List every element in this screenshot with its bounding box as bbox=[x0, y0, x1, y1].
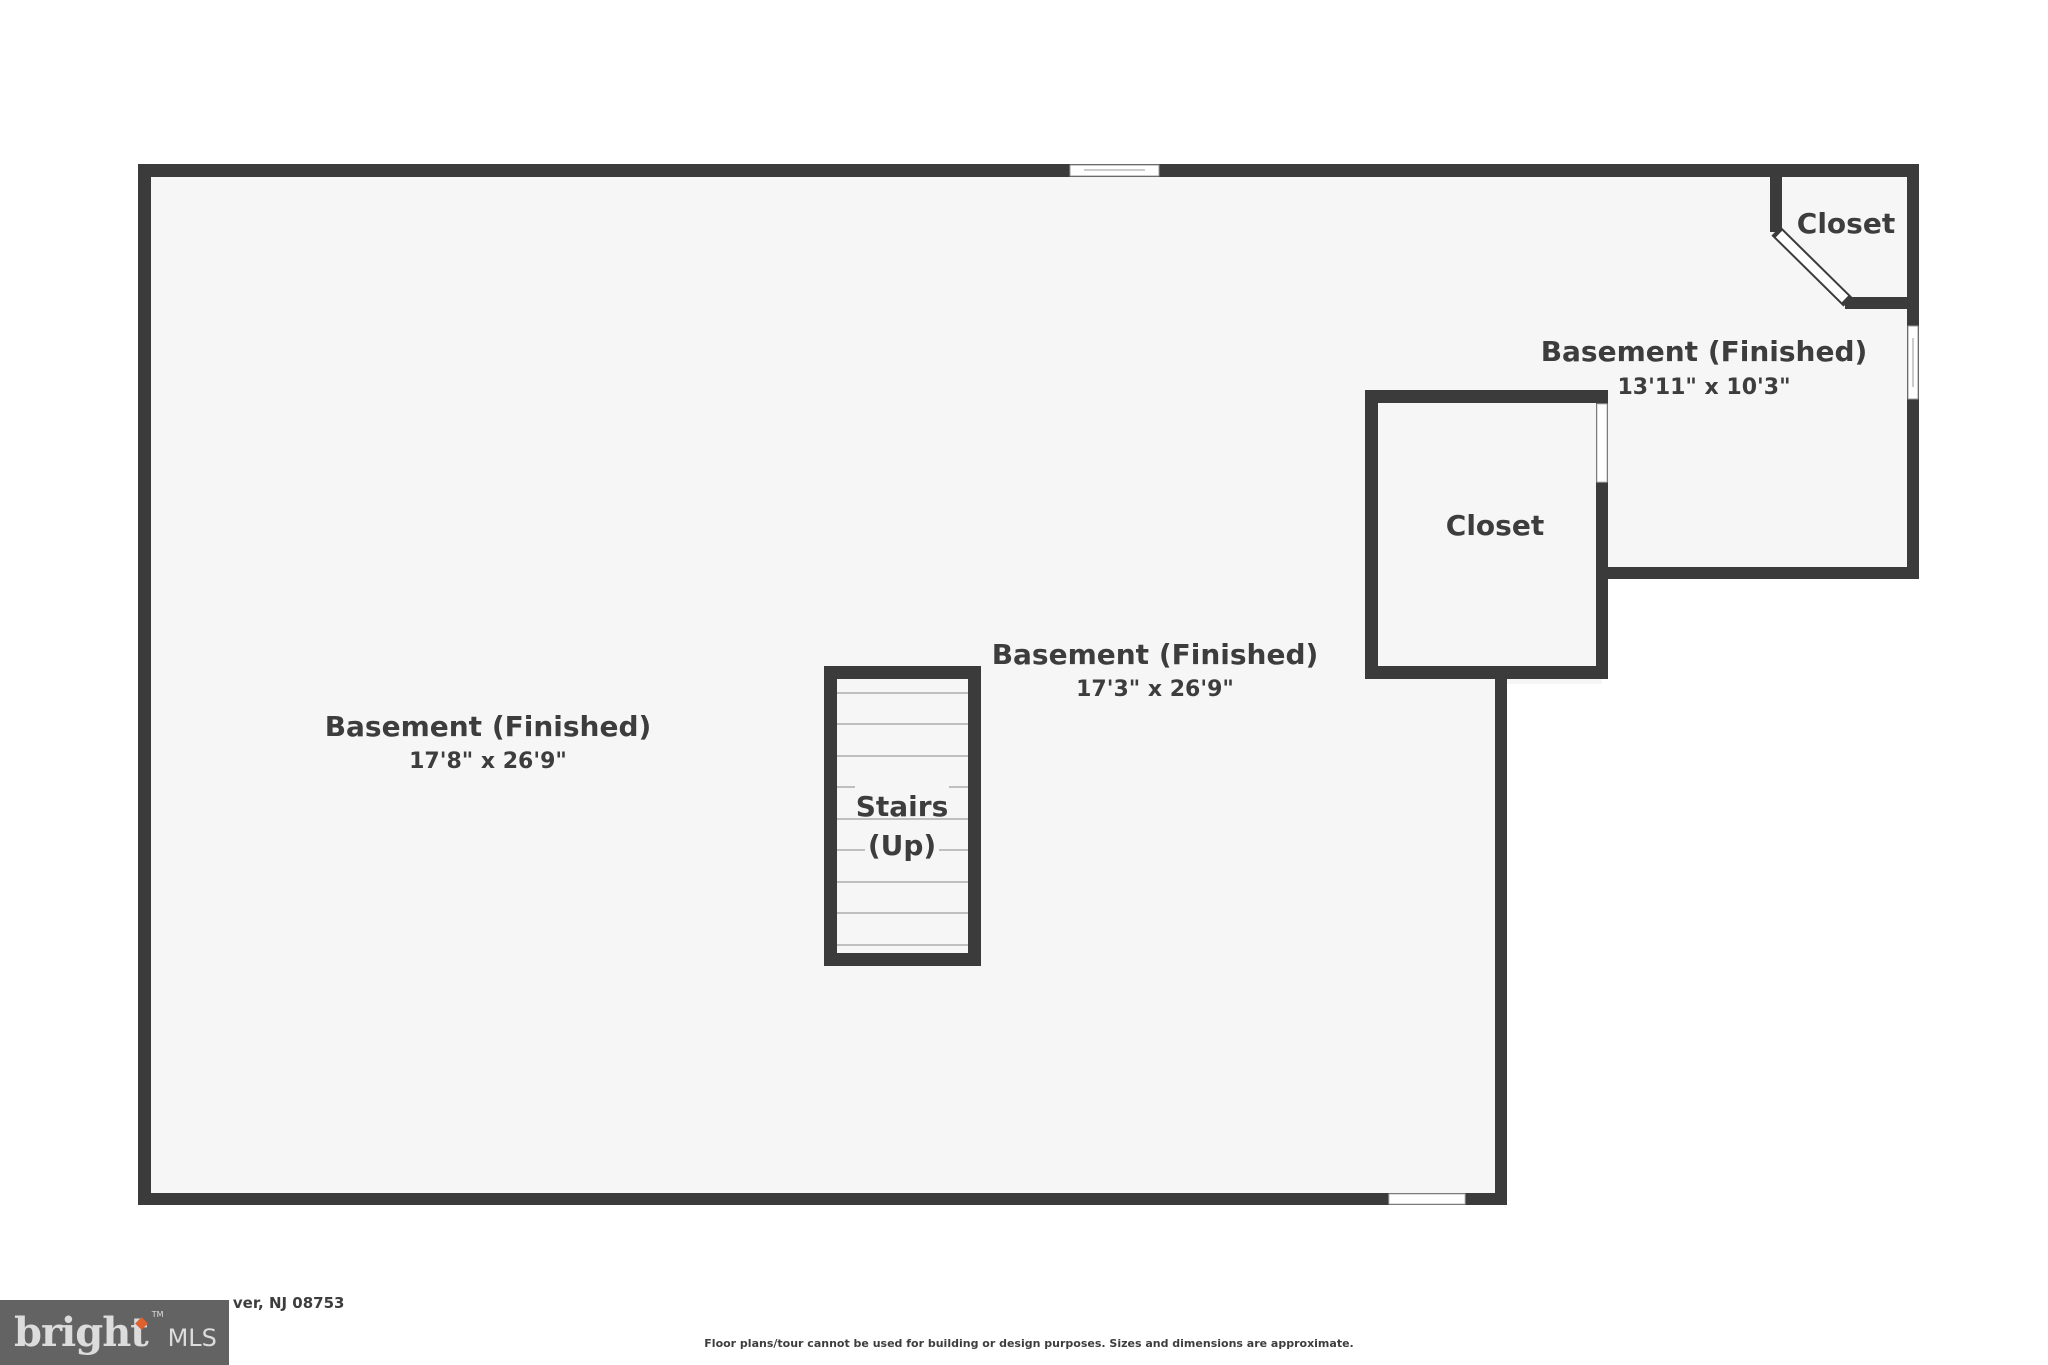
closet-wall-left bbox=[1365, 390, 1378, 679]
wall-top bbox=[138, 164, 1919, 177]
room-name: Basement (Finished) bbox=[325, 710, 652, 743]
closet-wall-bottom bbox=[1365, 666, 1608, 679]
disclaimer: Floor plans/tour cannot be used for buil… bbox=[704, 1337, 1354, 1350]
room-name: Basement (Finished) bbox=[1541, 335, 1868, 368]
closet-door bbox=[1596, 403, 1608, 483]
address-text: ver, NJ 08753 bbox=[232, 1294, 345, 1312]
logo-brand: bright bbox=[14, 1308, 149, 1356]
wall-left bbox=[138, 164, 151, 1205]
stairs-label-bg bbox=[855, 786, 949, 816]
wall-right-main bbox=[1495, 670, 1507, 1205]
top-closet-wall-bottom bbox=[1845, 297, 1919, 309]
stairs bbox=[824, 666, 981, 966]
wall-bottom bbox=[138, 1193, 1507, 1205]
stairs-label-bg bbox=[865, 826, 939, 856]
logo-brand-wrap: bright bbox=[14, 1312, 149, 1353]
exterior-door bbox=[1388, 1193, 1466, 1205]
closet-wall-top bbox=[1365, 390, 1608, 403]
closet-label: Closet bbox=[1797, 207, 1895, 240]
logo-suffix: MLS bbox=[167, 1323, 217, 1352]
room-dims: 17'3" x 26'9" bbox=[1076, 677, 1234, 702]
logo-tm: TM bbox=[151, 1310, 164, 1319]
room-name: Basement (Finished) bbox=[992, 638, 1319, 671]
bright-mls-logo: bright TM MLS bbox=[0, 1300, 229, 1365]
wall-ext-bottom bbox=[1598, 567, 1919, 579]
top-closet-wall-left bbox=[1770, 164, 1782, 232]
room-dims: 17'8" x 26'9" bbox=[409, 749, 567, 774]
closet-label: Closet bbox=[1446, 509, 1544, 542]
top-closet-door bbox=[1775, 230, 1849, 303]
footer-branding: bright TM MLS ver, NJ 08753 bbox=[0, 1294, 344, 1365]
stairs-label: (Up) bbox=[868, 829, 936, 862]
room-dims: 13'11" x 10'3" bbox=[1617, 375, 1790, 400]
stairs-label: Stairs bbox=[856, 790, 949, 823]
floor-area bbox=[145, 170, 1913, 1200]
